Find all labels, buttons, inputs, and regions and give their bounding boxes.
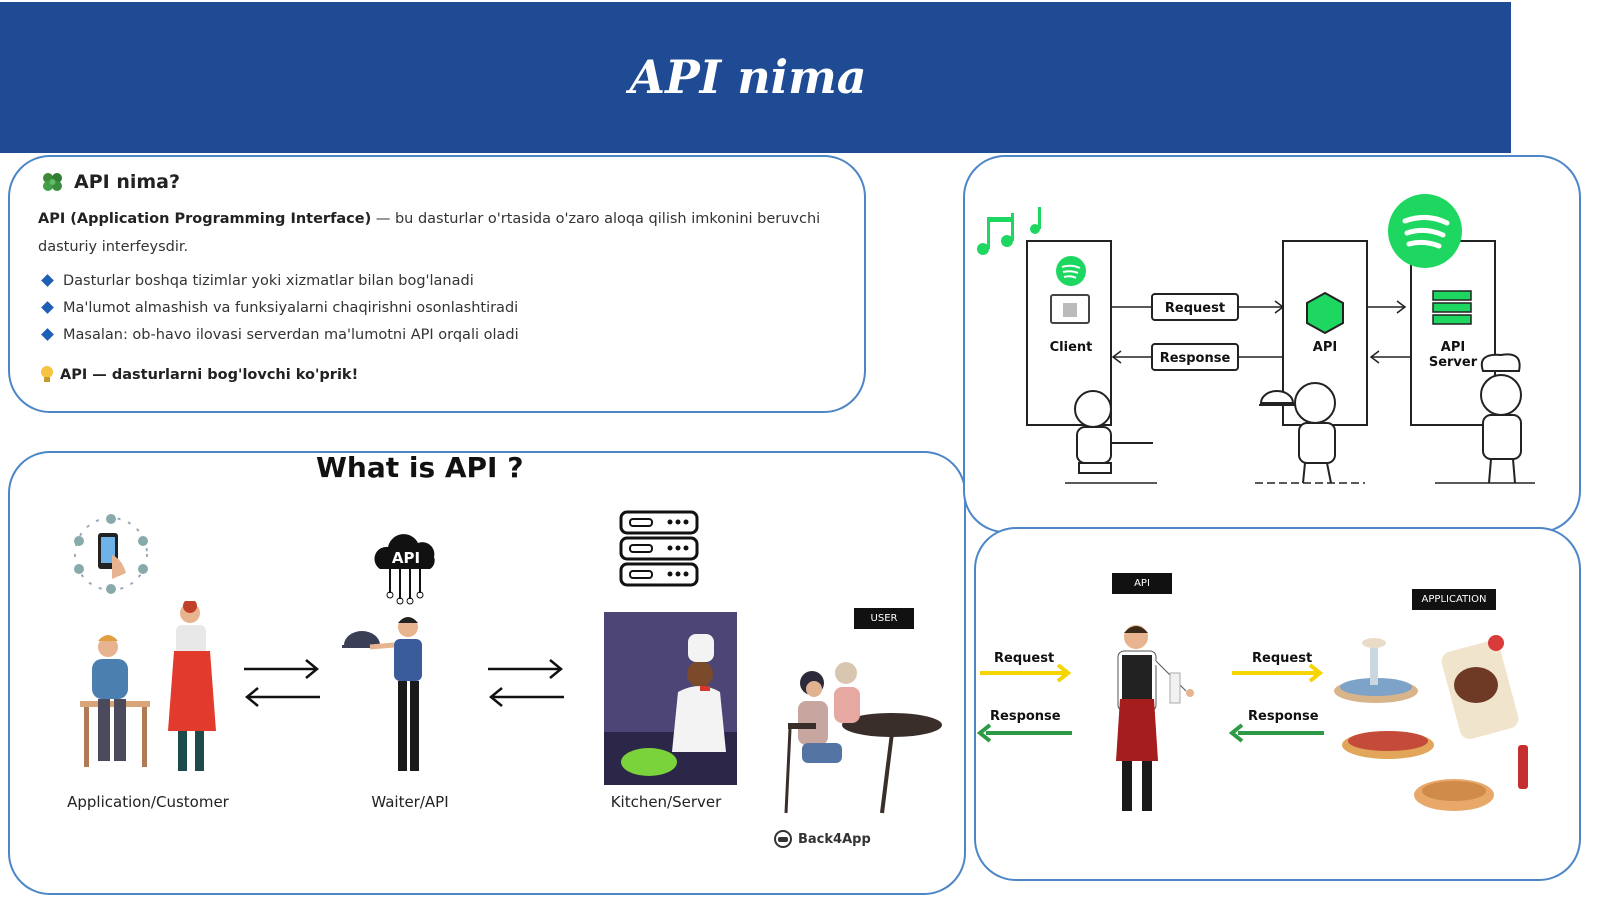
tip-text: API — dasturlarni bog'lovchi ko'prik! bbox=[60, 367, 359, 383]
info-bullets: Dasturlar boshqa tizimlar yoki xizmatlar… bbox=[40, 267, 519, 348]
caption-waiter: Waiter/API bbox=[371, 793, 449, 811]
info-heading: API nima? bbox=[40, 171, 180, 193]
bullet-text: Ma'lumot almashish va funksiyalarni chaq… bbox=[63, 299, 519, 316]
back4app-watermark: Back4App bbox=[772, 829, 871, 849]
waiter-illustration bbox=[342, 617, 422, 771]
restaurant-arrows bbox=[976, 663, 1324, 743]
intro-rest: — bu dasturlar o'rtasida o'zaro aloqa qi… bbox=[38, 211, 821, 255]
server-stack-icon bbox=[619, 510, 699, 587]
bullet-text: Dasturlar boshqa tizimlar yoki xizmatlar… bbox=[63, 272, 474, 289]
customers-table-image bbox=[784, 662, 942, 814]
info-intro: API (Application Programming Interface) … bbox=[38, 205, 848, 261]
slide-title: API nima bbox=[629, 50, 867, 104]
lightbulb-icon bbox=[41, 366, 53, 382]
astronaut-client-icon bbox=[1074, 390, 1153, 474]
tip-line: API — dasturlarni bog'lovchi ko'prik! bbox=[40, 365, 358, 385]
diamond-icon bbox=[41, 274, 54, 287]
info-heading-text: API nima? bbox=[74, 171, 180, 193]
user-tag: USER bbox=[854, 608, 914, 629]
api-tag: API bbox=[1112, 573, 1172, 594]
exchange-arrows bbox=[244, 659, 320, 707]
devices-icon bbox=[1050, 294, 1090, 324]
api-label: API bbox=[1313, 340, 1337, 355]
intro-bold: API (Application Programming Interface) bbox=[38, 211, 372, 227]
kitchen-chef-image bbox=[604, 612, 737, 785]
back4app-logo-icon bbox=[774, 830, 792, 848]
bullet-item: Masalan: ob-havo ilovasi serverdan ma'lu… bbox=[40, 321, 519, 348]
what-is-api-title: What is API ? bbox=[316, 451, 524, 484]
server-rack-icon bbox=[1432, 290, 1472, 325]
title-banner: API nima bbox=[0, 2, 1511, 153]
what-is-api-panel: What is API ? API bbox=[8, 451, 966, 895]
spotify-api-diagram: Client Request Response API API Server bbox=[963, 155, 1581, 533]
caption-customer: Application/Customer bbox=[67, 793, 229, 811]
request-label: Request bbox=[1165, 301, 1225, 316]
application-tag: APPLICATION bbox=[1412, 589, 1496, 610]
bullet-item: Ma'lumot almashish va funksiyalarni chaq… bbox=[40, 294, 519, 321]
server-label-1: API bbox=[1441, 340, 1465, 355]
client-box bbox=[1026, 240, 1112, 426]
bullet-text: Masalan: ob-havo ilovasi serverdan ma'lu… bbox=[63, 326, 519, 343]
caption-kitchen: Kitchen/Server bbox=[610, 793, 722, 811]
diamond-icon bbox=[41, 328, 54, 341]
customer-illustration bbox=[80, 601, 216, 771]
response-label-left: Response bbox=[990, 709, 1061, 724]
request-label-left: Request bbox=[994, 651, 1055, 666]
server-label-2: Server bbox=[1429, 355, 1478, 370]
astronaut-chef-icon bbox=[1480, 353, 1522, 484]
exchange-arrows bbox=[488, 659, 564, 707]
food-illustration bbox=[1334, 635, 1528, 811]
spotify-diagram: Client Request Response API API Server bbox=[977, 194, 1535, 484]
restaurant-api-diagram: API APPLICATION Request Response Request… bbox=[974, 527, 1581, 881]
request-label-right: Request bbox=[1252, 651, 1313, 666]
info-panel: API nima? API (Application Programming I… bbox=[8, 155, 866, 413]
phone-touch-icon bbox=[74, 514, 148, 594]
bullet-item: Dasturlar boshqa tizimlar yoki xizmatlar… bbox=[40, 267, 519, 294]
response-label-right: Response bbox=[1248, 709, 1319, 724]
back4app-text: Back4App bbox=[798, 831, 871, 847]
puzzle-icon bbox=[43, 173, 62, 191]
diamond-icon bbox=[41, 301, 54, 314]
api-cloud-label: API bbox=[392, 549, 420, 567]
api-cloud-icon: API bbox=[374, 534, 435, 605]
waiter-illustration bbox=[1116, 625, 1194, 811]
response-label: Response bbox=[1160, 351, 1231, 366]
client-label: Client bbox=[1050, 340, 1093, 355]
hexagon-icon bbox=[1306, 291, 1344, 335]
astronaut-waiter-icon bbox=[1259, 382, 1336, 484]
music-notes-icon bbox=[977, 207, 1041, 255]
